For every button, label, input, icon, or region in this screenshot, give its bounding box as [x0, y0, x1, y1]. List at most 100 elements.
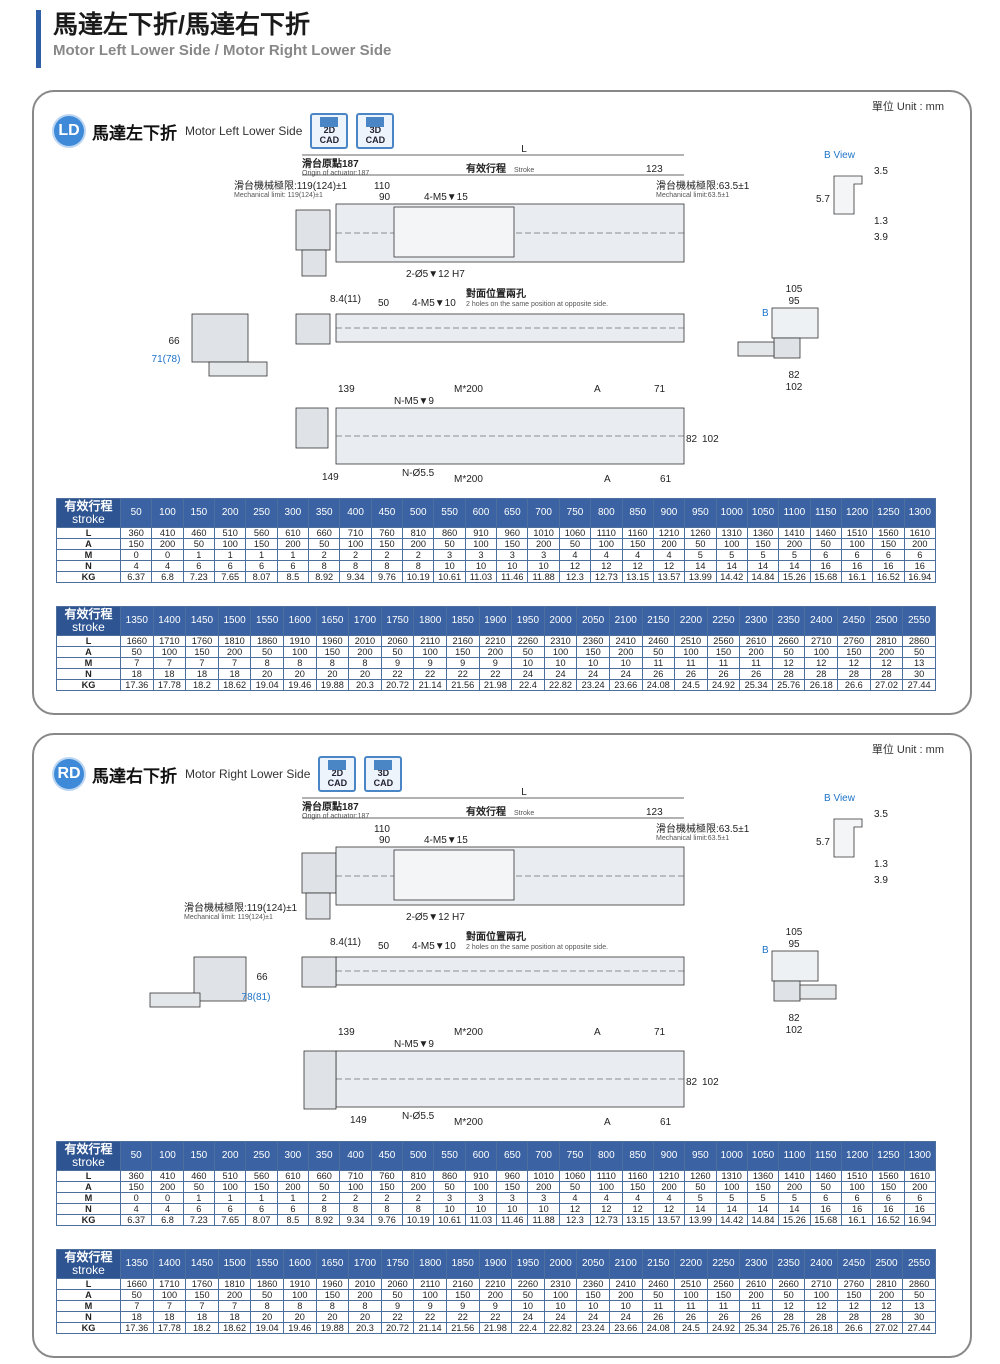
stroke-cell: 2050 [576, 606, 610, 636]
table-cell: 9 [478, 657, 513, 669]
hole-spec: N-M5▼9 [394, 1039, 434, 1050]
stroke-cell: 2250 [706, 606, 741, 636]
table-cell: 11 [674, 1300, 708, 1312]
table-cell: 12.73 [590, 1214, 623, 1226]
a-label: A [604, 1117, 611, 1128]
table-cell: 100 [840, 1181, 874, 1193]
table-cell: 3 [433, 549, 466, 561]
table-cell: 19.46 [282, 679, 317, 691]
table-cell: 2160 [445, 635, 480, 647]
table-cell: 200 [608, 1289, 643, 1301]
panel-motor-right-lower: 單位 Unit : mm RD 馬達右下折 Motor Right Lower … [32, 733, 972, 1358]
stroke-cell: 500 [402, 498, 435, 528]
table-cell: 150 [837, 1289, 871, 1301]
table-cell: 8 [339, 1203, 372, 1215]
stroke-cell: 2150 [641, 1249, 676, 1279]
stroke-cell: 1200 [840, 1141, 874, 1171]
table-cell: 9.76 [370, 571, 404, 583]
table-cell: 2010 [348, 1278, 382, 1290]
table-cell: 3 [527, 549, 560, 561]
table-cell: 11 [739, 657, 773, 669]
table-cell: 6 [182, 560, 216, 572]
stroke-cell: 2200 [674, 606, 708, 636]
table-cell: 2 [402, 549, 435, 561]
table-cell: 4 [119, 560, 153, 572]
table-cell: 150 [445, 1289, 480, 1301]
stroke-cell: 700 [527, 1141, 560, 1171]
table-cell: 2610 [739, 635, 773, 647]
table-cell: 1260 [684, 527, 717, 539]
table-cell: 100 [804, 1289, 839, 1301]
table-cell: 13.99 [684, 571, 717, 583]
table-cell: 10 [608, 657, 643, 669]
table-cell: 18.2 [185, 1322, 219, 1334]
table-cell: 0 [151, 549, 184, 561]
stroke-cell: 1850 [445, 606, 480, 636]
mech-limit-left: 滑台機械極限:119(124)±1 [234, 179, 348, 192]
table-cell: 7 [185, 657, 219, 669]
table-cell: 200 [348, 646, 382, 658]
table-cell: 150 [119, 1181, 153, 1193]
table-cell: 25.76 [771, 1322, 806, 1334]
table-cell: 200 [778, 1181, 811, 1193]
table-cell: 10 [496, 560, 529, 572]
row-label: A [56, 646, 121, 658]
dimension-label: 102 [786, 382, 803, 393]
table-cell: 2460 [641, 635, 676, 647]
stroke-cell: 150 [182, 498, 216, 528]
table-cell: 5 [778, 549, 811, 561]
table-cell: 5 [715, 549, 748, 561]
table-cell: 12 [837, 1300, 871, 1312]
origin-label-en: Origin of actuator:187 [302, 170, 369, 177]
table-cell: 6 [214, 1203, 247, 1215]
table-cell: 23.24 [576, 1322, 610, 1334]
table-cell: 200 [151, 1181, 184, 1193]
table-cell: 12 [558, 560, 592, 572]
table-cell: 24 [543, 668, 578, 680]
table-cell: 1960 [315, 1278, 350, 1290]
stroke-cell: 2450 [837, 606, 871, 636]
table-cell: 150 [496, 538, 529, 550]
table-cell: 2 [402, 1192, 435, 1204]
table-cell: 100 [804, 646, 839, 658]
slider-carriage [393, 849, 515, 901]
table-cell: 2460 [641, 1278, 676, 1290]
stroke-cell: 250 [245, 1141, 278, 1171]
table-cell: 12 [558, 1203, 592, 1215]
table-cell: 24.5 [674, 1322, 708, 1334]
opposite-holes-label: 對面位置兩孔 [466, 287, 526, 300]
table-cell: 14 [746, 560, 780, 572]
table-cell: 150 [576, 646, 610, 658]
stroke-cell: 800 [590, 1141, 623, 1171]
table-cell: 20 [348, 668, 382, 680]
table-cell: 2810 [869, 635, 904, 647]
a-label: A [594, 384, 601, 395]
table-cell: 100 [214, 538, 247, 550]
table-cell: 50 [433, 538, 466, 550]
stroke-cell: 2500 [869, 606, 904, 636]
table-cell: 19.04 [250, 679, 284, 691]
table-cell: 21.14 [413, 679, 447, 691]
mech-limit-right: 滑台機械極限:63.5±1 [656, 179, 750, 192]
table-cell: 11.88 [527, 571, 560, 583]
stroke-label-en: Stroke [514, 810, 534, 817]
table-cell: 11 [641, 657, 676, 669]
table-cell: 1860 [250, 635, 284, 647]
table-cell: 200 [903, 1181, 937, 1193]
table-cell: 2260 [511, 635, 545, 647]
table-cell: 17.36 [120, 679, 154, 691]
table-cell: 1560 [872, 527, 905, 539]
table-cell: 26 [674, 668, 708, 680]
table-cell: 3 [464, 549, 498, 561]
table-cell: 3 [433, 1192, 466, 1204]
table-cell: 12 [621, 560, 654, 572]
motor-shaft [208, 361, 268, 377]
